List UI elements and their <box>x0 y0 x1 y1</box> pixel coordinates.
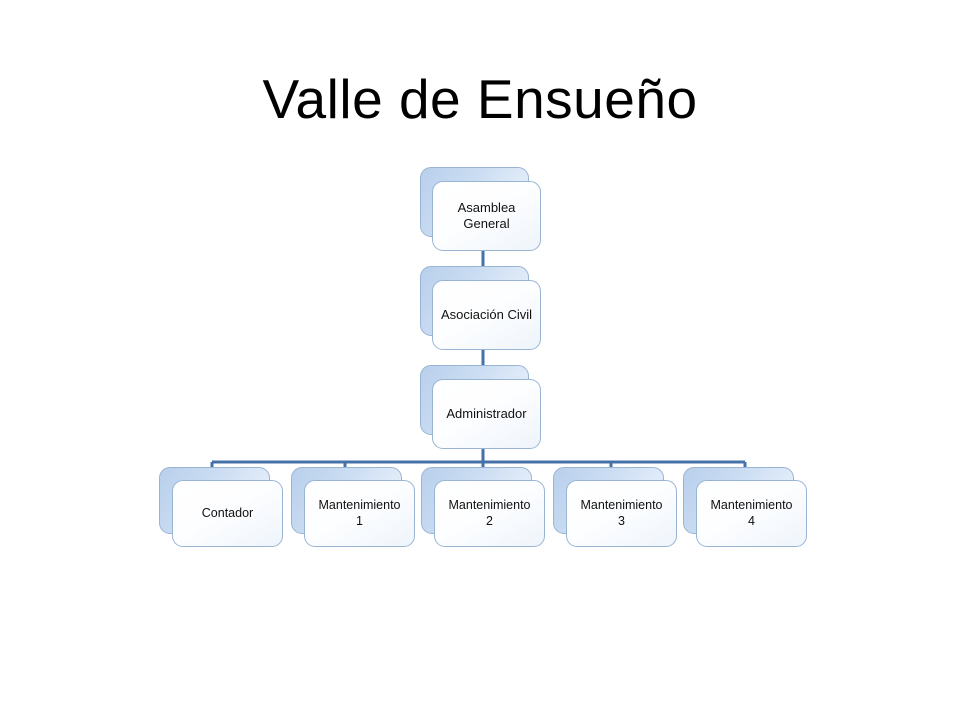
node-label: Asociación Civil <box>440 306 533 322</box>
node-label: Asamblea General <box>457 199 516 231</box>
node-card: Mantenimiento 1 <box>304 480 415 547</box>
node-card: Mantenimiento 2 <box>434 480 545 547</box>
node-label: Mantenimiento 3 <box>580 497 663 528</box>
node-label: Administrador <box>446 405 527 421</box>
page-title: Valle de Ensueño <box>262 68 698 130</box>
org-node-contador[interactable]: Contador <box>159 467 283 547</box>
org-node-mantenimiento-3[interactable]: Mantenimiento 3 <box>553 467 677 547</box>
node-card: Contador <box>172 480 283 547</box>
node-card: Asociación Civil <box>432 280 541 350</box>
node-card: Asamblea General <box>432 181 541 251</box>
org-node-mantenimiento-4[interactable]: Mantenimiento 4 <box>683 467 807 547</box>
org-node-mantenimiento-2[interactable]: Mantenimiento 2 <box>421 467 545 547</box>
org-node-asamblea-general[interactable]: Asamblea General <box>420 167 552 251</box>
node-label: Mantenimiento 2 <box>448 497 531 528</box>
node-label: Mantenimiento 4 <box>710 497 793 528</box>
org-node-mantenimiento-1[interactable]: Mantenimiento 1 <box>291 467 415 547</box>
org-node-asociacion-civil[interactable]: Asociación Civil <box>420 266 552 350</box>
node-label: Contador <box>201 505 254 520</box>
org-node-administrador[interactable]: Administrador <box>420 365 552 449</box>
node-card: Mantenimiento 4 <box>696 480 807 547</box>
node-label: Mantenimiento 1 <box>318 497 401 528</box>
node-card: Administrador <box>432 379 541 449</box>
node-card: Mantenimiento 3 <box>566 480 677 547</box>
